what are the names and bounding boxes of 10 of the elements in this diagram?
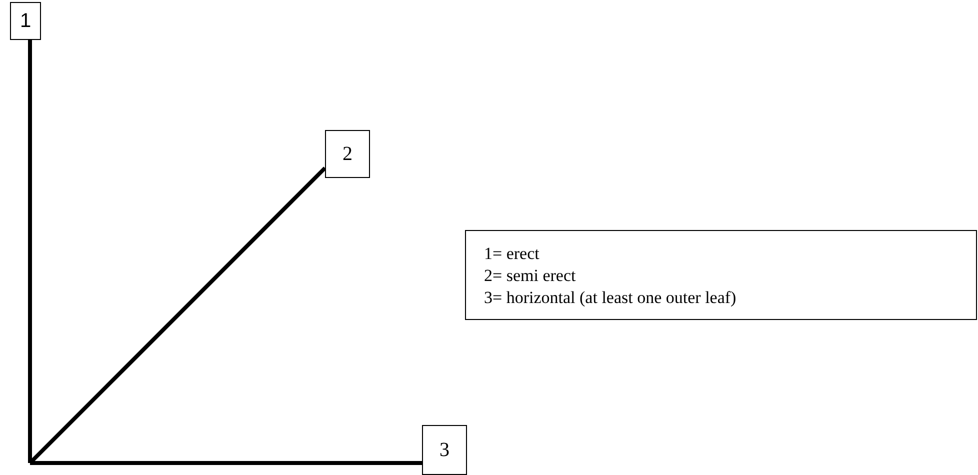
label-box: 2 [325, 130, 370, 178]
legend-box [465, 230, 977, 320]
label-box: 3 [422, 425, 467, 475]
line [28, 40, 32, 463]
label-box: 1 [10, 2, 41, 40]
legend-text: 1= erect [484, 243, 540, 265]
legend-text: 3= horizontal (at least one outer leaf) [484, 287, 738, 309]
line [28, 166, 326, 464]
line [30, 461, 422, 465]
legend-text: 2= semi erect [484, 265, 577, 287]
